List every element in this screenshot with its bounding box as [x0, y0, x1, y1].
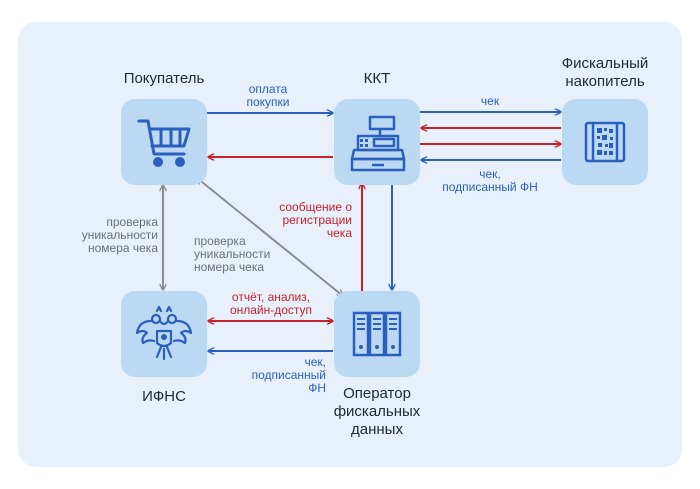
fiscal-drive-title: Фискальный накопитель: [561, 55, 649, 90]
ofd-title: Оператор фискальных данных: [333, 385, 421, 438]
fiscal-drive-icon: [584, 121, 626, 163]
diagram-panel: [18, 22, 682, 467]
double-eagle-emblem-icon: [135, 305, 193, 361]
shopping-cart-icon: [137, 119, 191, 167]
buyer-title: Покупатель: [123, 70, 205, 87]
registration-msg-label: сообщение о регистрации чека: [279, 200, 352, 240]
ifns-title: ИФНС: [142, 388, 186, 405]
buyer-node: [121, 99, 207, 185]
arrow-check-unique-diagonal: [197, 178, 343, 296]
kkt-title: ККТ: [363, 70, 391, 87]
kkt-node: [334, 99, 420, 185]
signed-from-fn-label: чек, подписанный ФН: [442, 167, 538, 194]
signed-to-ifns-label: чек, подписанный ФН: [251, 355, 326, 395]
check-unique-diagonal-label: проверка уникальности номера чека: [194, 234, 271, 274]
cash-register-icon: [350, 115, 406, 172]
receipt-to-fn-label: чек: [480, 94, 500, 108]
fiscal-drive-node: [562, 99, 648, 185]
ifns-node: [121, 291, 207, 377]
ofd-node: [334, 291, 420, 377]
payment-label: оплата покупки: [246, 82, 290, 109]
server-rack-icon: [352, 311, 402, 357]
check-unique-left-label: проверка уникальности номера чека: [81, 215, 158, 255]
report-access-label: отчёт, анализ, онлайн-доступ: [229, 290, 313, 317]
